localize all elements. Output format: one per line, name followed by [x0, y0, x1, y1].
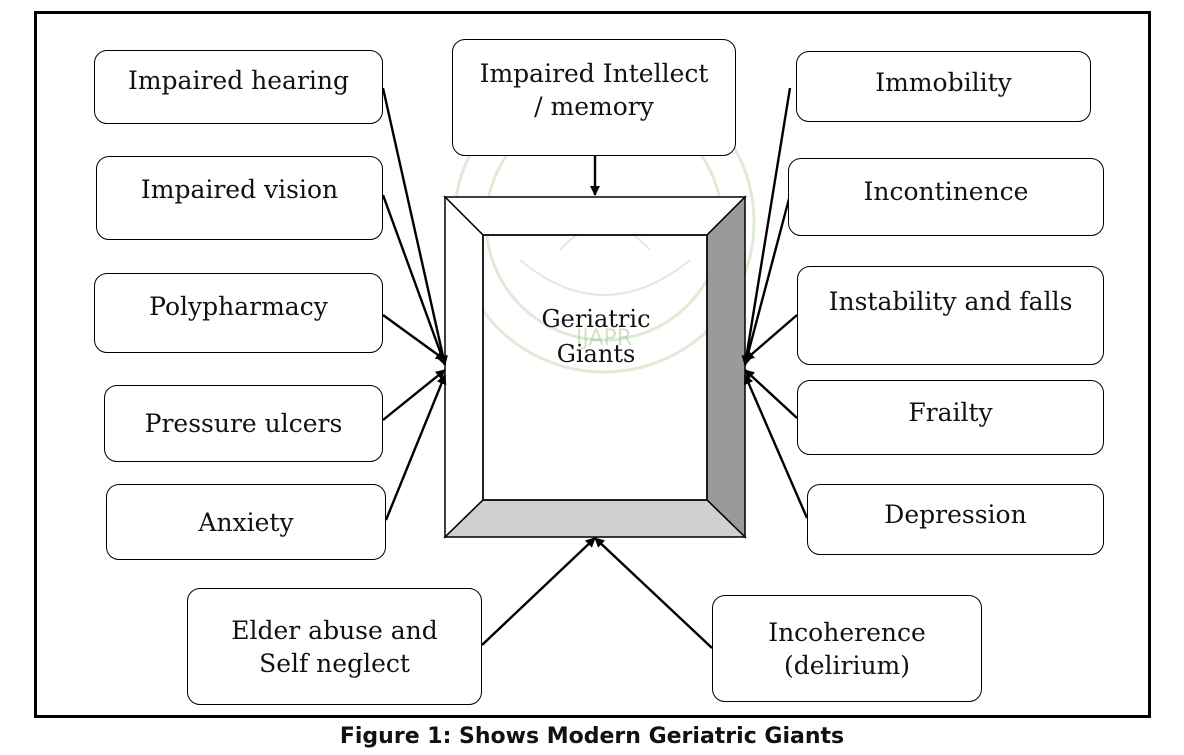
node-impaired-vision-label: Impaired vision — [140, 175, 339, 204]
node-incoherence: Incoherence (delirium) — [712, 595, 982, 702]
connector-pressure-ulcers — [382, 369, 446, 421]
figure-caption: Figure 1: Shows Modern Geriatric Giants — [339, 724, 845, 749]
node-incoherence-line1: Incoherence — [768, 617, 926, 647]
figure-frame — [34, 11, 1151, 718]
central-label-line2: Giants — [556, 340, 636, 368]
connector-impaired-hearing — [381, 87, 448, 366]
central-label-line1: Geriatric — [541, 305, 651, 333]
connector-elder-abuse — [481, 537, 596, 646]
node-anxiety-label: Anxiety — [198, 507, 294, 537]
node-incoherence-line2: (delirium) — [783, 650, 911, 680]
connector-immobility — [741, 87, 792, 366]
node-elder-abuse-line1: Elder abuse and — [231, 615, 438, 645]
node-polypharmacy-label: Polypharmacy — [149, 292, 328, 321]
connector-polypharmacy — [382, 314, 446, 361]
node-impaired-intellect: Impaired Intellect / memory — [452, 39, 736, 156]
node-depression-label: Depression — [884, 500, 1027, 529]
connector-impaired-vision — [381, 194, 447, 366]
connector-instability — [744, 314, 798, 361]
node-instability: Instability and falls — [797, 266, 1104, 365]
node-impaired-vision: Impaired vision — [96, 156, 383, 240]
node-immobility: Immobility — [796, 51, 1091, 122]
connector-anxiety — [384, 374, 447, 521]
connector-depression — [743, 374, 809, 519]
node-frailty-label: Frailty — [908, 398, 993, 427]
node-polypharmacy: Polypharmacy — [94, 273, 383, 353]
node-incontinence-label: Incontinence — [863, 177, 1029, 206]
connector-frailty — [744, 369, 798, 419]
connector-incontinence — [742, 194, 792, 366]
node-instability-label: Instability and falls — [828, 287, 1073, 316]
node-impaired-intellect-line1: Impaired Intellect — [479, 59, 709, 88]
node-depression: Depression — [807, 484, 1104, 555]
connector-incoherence — [594, 537, 713, 649]
node-incontinence: Incontinence — [788, 158, 1104, 236]
node-frailty: Frailty — [797, 380, 1104, 455]
node-elder-abuse-line2: Self neglect — [259, 648, 410, 678]
node-impaired-hearing-label: Impaired hearing — [127, 66, 350, 95]
node-impaired-intellect-line2: / memory — [534, 92, 654, 121]
node-impaired-hearing: Impaired hearing — [94, 50, 383, 124]
central-box — [443, 195, 747, 539]
node-pressure-ulcers: Pressure ulcers — [104, 385, 383, 462]
node-elder-abuse: Elder abuse and Self neglect — [187, 588, 482, 705]
node-pressure-ulcers-label: Pressure ulcers — [144, 409, 343, 438]
central-label: Geriatric Giants — [484, 302, 708, 372]
node-immobility-label: Immobility — [875, 68, 1012, 97]
node-anxiety: Anxiety — [106, 484, 386, 560]
